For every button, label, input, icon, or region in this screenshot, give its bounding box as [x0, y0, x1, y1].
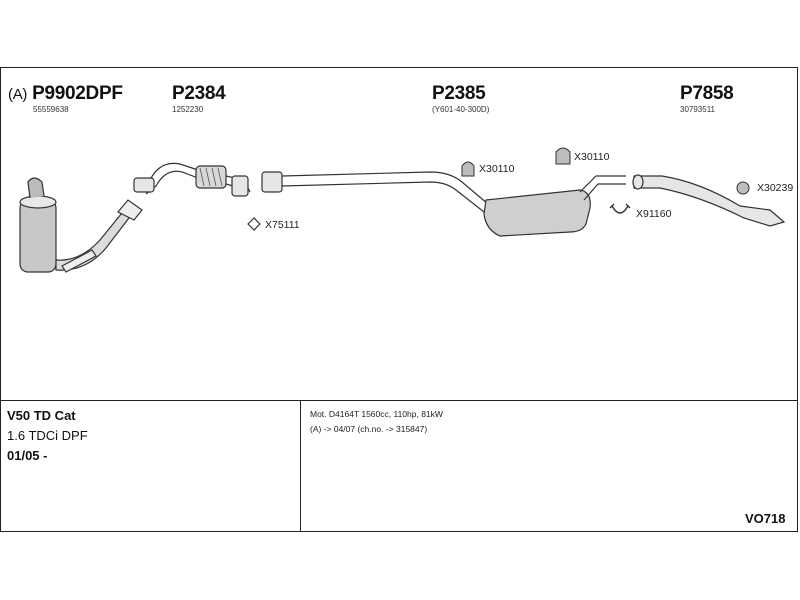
- fitting-label: X30110: [479, 163, 515, 175]
- u-clamp-icon: [609, 203, 631, 214]
- part-number-p2384: P2384: [172, 83, 226, 104]
- part-ref: 30793511: [680, 105, 715, 114]
- part-ref: 1252230: [172, 105, 204, 114]
- fitting-label: X30239: [757, 182, 794, 194]
- tail-pipe-part: [632, 174, 786, 227]
- mid-silencer-part: [261, 171, 626, 237]
- variant-note: (A) -> 04/07 (ch.no. -> 315847): [310, 424, 428, 434]
- divider-vertical: [300, 401, 301, 532]
- part-number-p9902dpf: (A) P9902DPF: [8, 84, 123, 103]
- part-number-p7858: P7858: [680, 83, 734, 104]
- mounting-rubber-icon: [461, 147, 750, 195]
- kit-code: VO718: [745, 511, 786, 526]
- part-ref: 55559638: [33, 105, 69, 114]
- engine-note: Mot. D4164T 1560cc, 110hp, 81kW: [310, 409, 443, 419]
- part-ref: (Y601-40-300D): [432, 105, 490, 114]
- diagram-frame: [0, 67, 798, 532]
- part-number-p2385: P2385: [432, 83, 486, 104]
- vehicle-date: 01/05 -: [7, 448, 48, 463]
- fitting-label: X75111: [265, 219, 300, 231]
- part-number-text: P9902DPF: [32, 83, 123, 104]
- fitting-label: X91160: [636, 208, 672, 220]
- variant-marker: (A): [8, 86, 28, 103]
- vehicle-model: V50 TD Cat: [7, 408, 76, 423]
- front-pipe-part: [133, 162, 251, 197]
- vehicle-engine: 1.6 TDCi DPF: [7, 428, 88, 443]
- fitting-label: X30110: [574, 151, 610, 163]
- dpf-part: [19, 177, 143, 273]
- clamp-icon: [247, 217, 261, 231]
- divider-horizontal: [0, 400, 798, 401]
